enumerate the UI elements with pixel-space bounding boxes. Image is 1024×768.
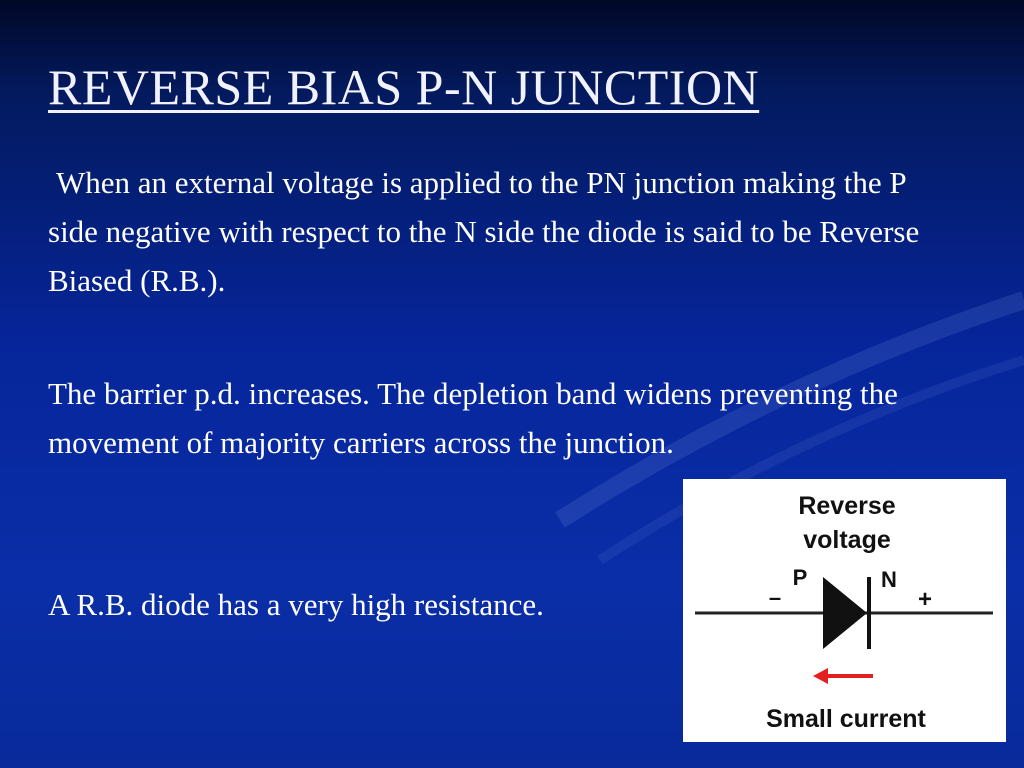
diode-diagram-svg: Reverse voltage P N – + Small current <box>695 492 993 733</box>
p-label: P <box>793 565 808 590</box>
paragraph-1: When an external voltage is applied to t… <box>48 158 948 305</box>
diode-triangle <box>823 577 867 649</box>
slide-title: REVERSE BIAS P-N JUNCTION <box>48 59 760 115</box>
paragraph-3: A R.B. diode has a very high resistance. <box>48 587 544 622</box>
current-arrow-head <box>813 668 828 684</box>
paragraph-2: The barrier p.d. increases. The depletio… <box>48 376 898 460</box>
paragraph-1-text: When an external voltage is applied to t… <box>48 165 920 298</box>
plus-sign: + <box>918 586 932 613</box>
diagram-title-line1: Reverse <box>798 492 895 520</box>
diagram-title-line2: voltage <box>803 526 891 554</box>
n-label: N <box>881 567 897 592</box>
minus-sign: – <box>769 585 781 610</box>
diagram-caption: Small current <box>766 705 926 733</box>
diode-diagram: Reverse voltage P N – + Small current <box>683 479 1006 742</box>
